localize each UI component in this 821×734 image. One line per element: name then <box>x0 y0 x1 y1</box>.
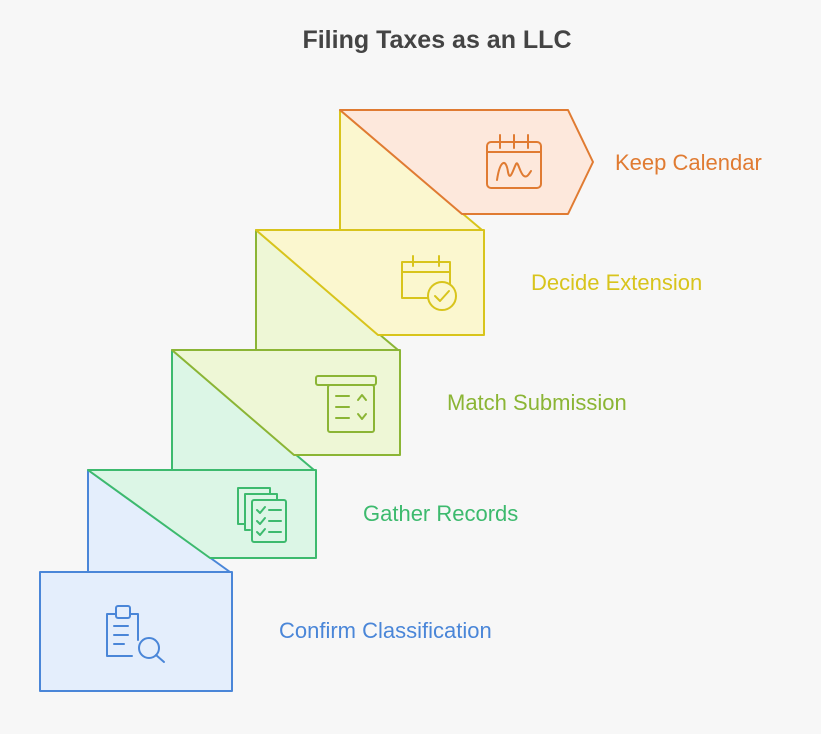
clipboard-search-icon <box>106 605 165 663</box>
step-label-gather-records: Gather Records <box>363 501 519 526</box>
step-label-decide-extension: Decide Extension <box>531 270 703 295</box>
step-label-keep-calendar: Keep Calendar <box>615 150 762 175</box>
stacked-checklist-icon <box>237 487 287 543</box>
step-gather-records <box>87 469 317 573</box>
step-match-submission <box>171 349 401 471</box>
step-label-match-submission: Match Submission <box>447 390 627 415</box>
step-decide-extension <box>255 229 485 351</box>
diagram-title: Filing Taxes as an LLC <box>302 26 572 54</box>
step-label-confirm-classification: Confirm Classification <box>279 618 492 643</box>
step-confirm-classification <box>39 571 233 692</box>
receipt-list-icon <box>315 375 377 433</box>
calendar-check-icon <box>401 255 457 311</box>
step-keep-calendar <box>339 109 594 231</box>
calendar-signature-icon <box>486 134 542 189</box>
